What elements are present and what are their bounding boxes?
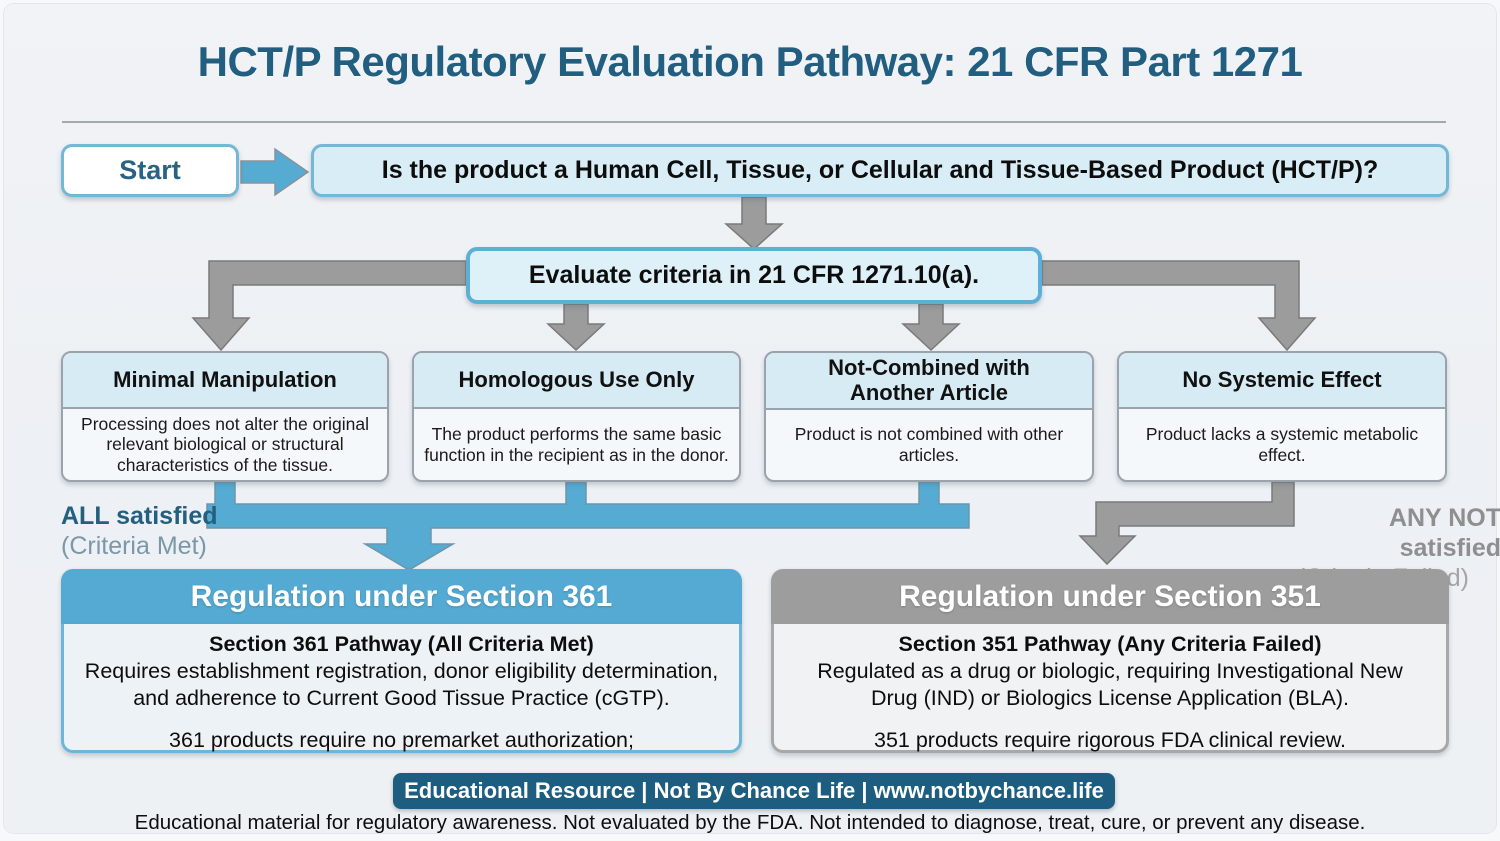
- arrow-start-to-question: [240, 147, 310, 197]
- section-361-header: Regulation under Section 361: [61, 569, 742, 624]
- arrow-question-to-evaluate: [724, 196, 784, 251]
- criteria-card-description: Processing does not alter the original r…: [81, 413, 369, 475]
- flow-connector-arrows: [191, 147, 1317, 571]
- criteria-card-title: No Systemic Effect: [1119, 353, 1445, 409]
- criteria-card-minimal-manipulation: Minimal Manipulation Processing does not…: [61, 351, 389, 482]
- label-any-not-satisfied: ANY NOT satisfied: [1388, 504, 1500, 562]
- section-361-body: Section 361 Pathway (All Criteria Met) R…: [61, 624, 742, 753]
- page-title: HCT/P Regulatory Evaluation Pathway: 21 …: [197, 38, 1303, 85]
- criteria-card-title: Homologous Use Only: [414, 353, 739, 409]
- section-351-header: Regulation under Section 351: [771, 569, 1449, 624]
- arrow-evaluate-to-criterion-4: [1041, 260, 1317, 352]
- question-node: Is the product a Human Cell, Tissue, or …: [311, 144, 1449, 197]
- evaluate-node: Evaluate criteria in 21 CFR 1271.10(a).: [466, 247, 1042, 304]
- section-361-note: 361 products require no premarket author…: [169, 728, 634, 753]
- outcome-section-361: Regulation under Section 361 Section 361…: [61, 569, 742, 753]
- start-node-label: Start: [119, 155, 181, 185]
- criteria-card-description: Product lacks a systemic metabolic effec…: [1145, 423, 1419, 465]
- criteria-card-title: Not-Combined with Another Article: [766, 353, 1092, 410]
- arrow-criteria-to-section361: [206, 481, 970, 571]
- arrow-evaluate-to-criterion-3: [901, 303, 961, 352]
- footer-disclaimer: Educational material for regulatory awar…: [134, 811, 1366, 834]
- question-node-label: Is the product a Human Cell, Tissue, or …: [381, 156, 1379, 184]
- footer-badge: Educational Resource | Not By Chance Lif…: [393, 773, 1115, 809]
- criteria-card-no-systemic-effect: No Systemic Effect Product lacks a syste…: [1117, 351, 1447, 482]
- criteria-card-homologous-use: Homologous Use Only The product performs…: [412, 351, 741, 482]
- section-351-description: Regulated as a drug or biologic, requiri…: [817, 659, 1403, 711]
- section-351-note: 351 products require rigorous FDA clinic…: [873, 728, 1347, 753]
- section-351-subtitle: Section 351 Pathway (Any Criteria Failed…: [898, 632, 1322, 656]
- label-criteria-met: ALL satisfied (Criteria Met): [61, 501, 321, 561]
- outcome-section-351: Regulation under Section 351 Section 351…: [771, 569, 1449, 753]
- criteria-card-description: Product is not combined with other artic…: [794, 424, 1064, 465]
- evaluate-node-label: Evaluate criteria in 21 CFR 1271.10(a).: [528, 261, 980, 289]
- label-all-satisfied: ALL satisfied: [61, 502, 218, 530]
- section-361-subtitle: Section 361 Pathway (All Criteria Met): [209, 632, 594, 656]
- section-351-body: Section 351 Pathway (Any Criteria Failed…: [771, 624, 1449, 753]
- arrow-criterion4-to-section351: [1078, 481, 1295, 566]
- footer-badge-text: Educational Resource | Not By Chance Lif…: [404, 778, 1104, 803]
- title-divider: [62, 121, 1446, 123]
- arrow-evaluate-to-criterion-2: [546, 303, 606, 352]
- infographic-canvas: HCT/P Regulatory Evaluation Pathway: 21 …: [4, 4, 1500, 834]
- arrow-evaluate-to-criterion-1: [191, 260, 467, 352]
- criteria-card-title: Minimal Manipulation: [63, 353, 387, 409]
- label-criteria-met-sub: (Criteria Met): [61, 532, 207, 560]
- section-361-description: Requires establishment registration, don…: [84, 659, 719, 711]
- criteria-card-not-combined: Not-Combined with Another Article Produc…: [764, 351, 1094, 482]
- start-node: Start: [61, 144, 239, 197]
- criteria-card-description: The product performs the same basic func…: [424, 423, 729, 465]
